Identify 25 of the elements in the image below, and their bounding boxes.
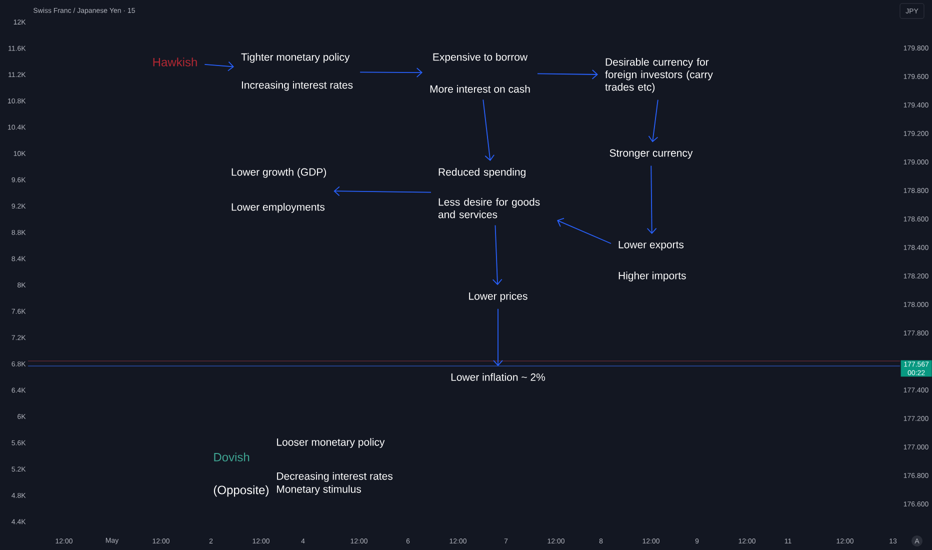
arrow [493,308,503,366]
label-text: Reduced spending Less desire for goods and services [438,168,540,218]
label-text: Hawkish [153,58,197,66]
label-text: Tighter monetary policy Increasing interest rates [241,53,353,91]
arrow [537,69,598,80]
arrow [492,224,502,286]
label-text: Lower exports Higher imports [618,241,686,282]
note-text: Looser monetary policy [277,438,385,448]
arrow [334,186,432,196]
label-text: Lower prices [469,292,528,302]
label-text: Lower inflation ~ 2% [451,373,546,381]
label-text: Stronger currency [610,149,693,159]
arrow [360,68,423,78]
note-text: (Opposite) [214,485,268,497]
arrow [646,165,657,234]
note-text: Monetary stimulus [277,485,361,495]
note-text: Decreasing interest rates [277,472,393,482]
arrow [648,99,658,142]
dovish-label: Dovish [214,452,250,462]
arrow [557,218,612,244]
label-text: Lower growth (GDP) Lower employments [232,168,326,213]
label-text: Desirable currency for foreign investors (carry trades etc) [605,58,713,93]
arrow [204,61,234,72]
label-text: Expensive to borrow More interest on cash [430,53,530,93]
arrow [482,99,495,161]
